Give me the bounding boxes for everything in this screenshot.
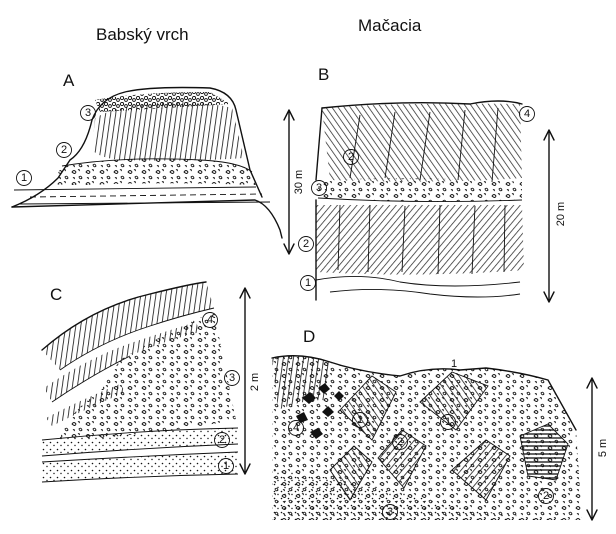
panel-b-unit-2-lower: 2 — [303, 238, 309, 250]
panel-c-unit-2: 2 — [219, 434, 225, 446]
panel-d-unit-1-b: 1 — [445, 416, 451, 428]
panel-b-unit-1: 1 — [305, 277, 311, 289]
panel-b-unit-4: 4 — [524, 108, 530, 120]
panel-d-top-number: 1 — [451, 358, 457, 370]
panel-d-unit-4: 4 — [293, 422, 299, 434]
panel-c: C 4 3 2 1 2 m — [42, 282, 261, 482]
panel-a-unit-1: 1 — [21, 172, 27, 184]
panel-b-unit-2-upper: 2 — [348, 151, 354, 163]
panel-a-letter: A — [63, 71, 75, 90]
panel-c-letter: C — [50, 285, 62, 304]
panel-d: D 1 4 1 2 1 3 2 — [272, 327, 609, 520]
panel-b-scale-label: 20 m — [555, 202, 567, 226]
panel-a-scale-label: 30 m — [293, 170, 305, 194]
panel-c-unit-4: 4 — [207, 314, 213, 326]
panel-c-unit-1: 1 — [223, 460, 229, 472]
panel-a: A 3 2 1 30 m — [12, 71, 305, 254]
panel-b-unit-3: 3 — [316, 182, 322, 194]
title-macacia: Mačacia — [358, 16, 422, 35]
panel-d-unit-3: 3 — [387, 506, 393, 518]
panel-d-scale-label: 5 m — [597, 439, 609, 457]
panel-b: B 4 2 3 2 1 — [299, 65, 568, 302]
panel-d-unit-2-a: 2 — [397, 436, 403, 448]
panel-a-unit-3: 3 — [85, 107, 91, 119]
panel-c-unit-3: 3 — [229, 372, 235, 384]
panel-a-unit-2: 2 — [61, 144, 67, 156]
panel-d-letter: D — [303, 327, 315, 346]
panel-d-unit-2-b: 2 — [543, 490, 549, 502]
title-babsky-vrch: Babský vrch — [96, 25, 189, 44]
panel-c-scale-label: 2 m — [249, 373, 261, 391]
panel-d-unit-1-a: 1 — [357, 414, 363, 426]
panel-b-letter: B — [318, 65, 329, 84]
